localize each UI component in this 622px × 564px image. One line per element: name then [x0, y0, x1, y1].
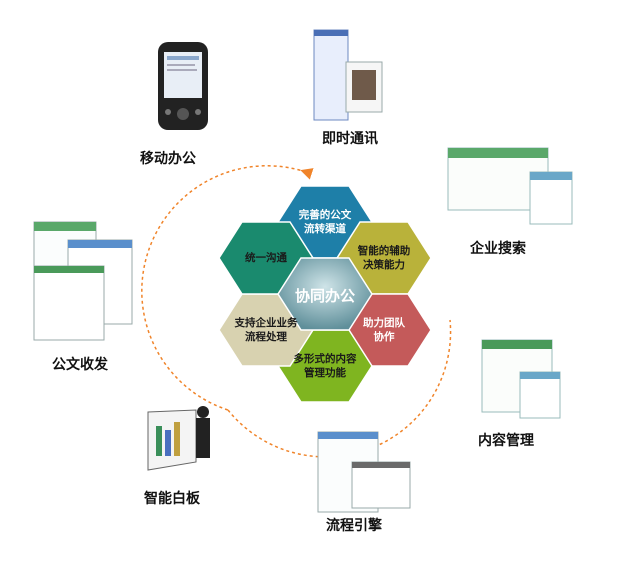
module-label-im: 即时通讯	[322, 131, 378, 147]
whiteboard-icon	[147, 406, 210, 471]
orbit-arc-right	[227, 319, 452, 458]
module-label-documents: 公文收发	[52, 357, 108, 373]
hexagon-lower-right-label: 助力团队协作	[363, 317, 405, 343]
module-label-search: 企业搜索	[470, 241, 526, 257]
hexagon-center	[277, 257, 373, 331]
hexagon-upper-left-label: 统一沟通	[245, 252, 287, 264]
module-label-mobile: 移动办公	[140, 151, 196, 167]
hexagon-lower-left-label: 支持企业业务流程处理	[234, 317, 298, 343]
hexagon-cluster	[218, 185, 432, 403]
messenger-window-icon	[313, 29, 383, 121]
search-screens-icon	[447, 147, 573, 225]
hexagon-top-label: 完善的公文流转渠道	[298, 209, 352, 235]
hexagon-upper-right-label: 智能的辅助决策能力	[357, 245, 411, 271]
module-label-workflow: 流程引擎	[326, 518, 382, 534]
workflow-screens-icon	[317, 431, 411, 513]
module-label-content: 内容管理	[478, 433, 534, 449]
content-screens-icon	[481, 339, 561, 419]
hexagon-bottom-label: 多形式的内容管理功能	[293, 353, 357, 379]
mobile-phone-icon	[158, 42, 208, 130]
module-label-whiteboard: 智能白板	[144, 491, 200, 507]
center-label: 协同办公	[294, 287, 355, 305]
document-screens-icon	[33, 221, 133, 341]
